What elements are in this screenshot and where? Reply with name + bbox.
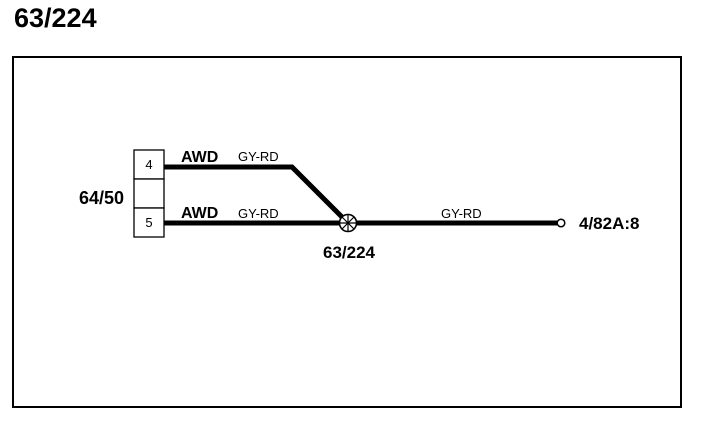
terminal-end-icon[interactable]	[556, 218, 566, 228]
wire-2-circuit-label: AWD	[181, 205, 218, 222]
connector-pin-box-blank	[133, 178, 165, 209]
connector-64-50[interactable]: 4 5	[133, 149, 165, 238]
wire-1-circuit-label: AWD	[181, 149, 218, 166]
wire-1-color-label: GY-RD	[238, 149, 279, 164]
destination-id-label: 4/82A:8	[579, 214, 639, 233]
splice-id-label: 63/224	[323, 243, 376, 262]
diagram-frame	[12, 56, 682, 408]
page-title: 63/224	[14, 3, 97, 33]
wire-pin4-to-splice[interactable]	[164, 164, 350, 225]
connector-pin-4-label: 4	[145, 157, 152, 172]
connector-pin-5-label: 5	[145, 215, 152, 230]
connector-id-label: 64/50	[79, 188, 124, 208]
wire-3-color-label: GY-RD	[441, 206, 482, 221]
wire-2-color-label: GY-RD	[238, 206, 279, 221]
connector-pin-box-5	[133, 207, 165, 238]
splice-icon[interactable]	[338, 213, 358, 233]
